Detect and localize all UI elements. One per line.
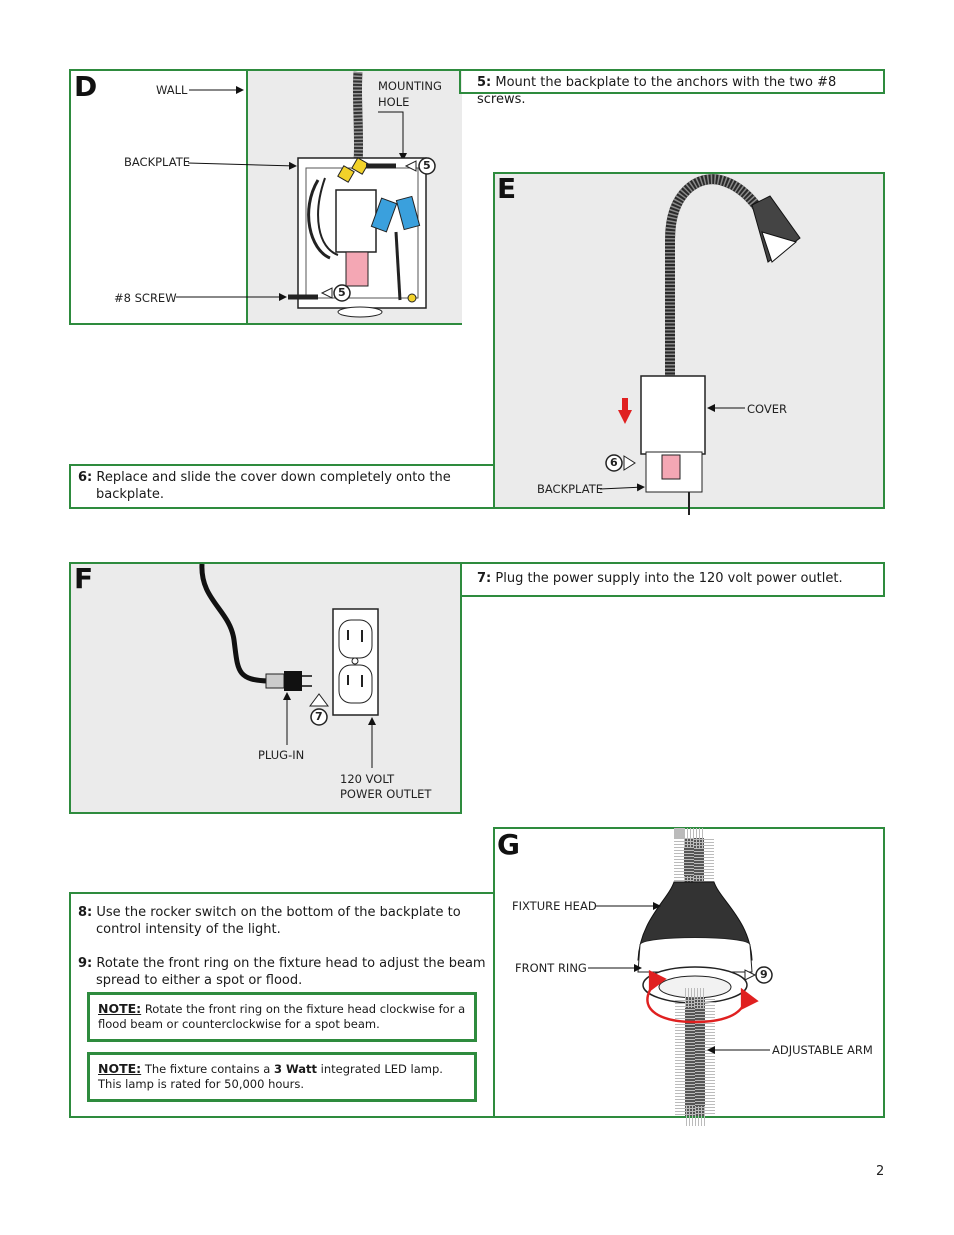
backplate-label-d: BACKPLATE [124, 155, 190, 169]
step-6-number: 6: [78, 470, 93, 485]
step-9: 9: Rotate the front ring on the fixture … [78, 955, 492, 989]
note-2-wattage: 3 Watt [273, 1062, 317, 1076]
step-8-number: 8: [78, 905, 93, 920]
front-ring-label: FRONT RING [515, 961, 587, 975]
note-2-heading: NOTE: [98, 1061, 142, 1076]
step-7: 7: Plug the power supply into the 120 vo… [477, 570, 877, 587]
mounting-hole-label-1: MOUNTING [378, 79, 442, 93]
note-2-text-after: integrated LED lamp. This lamp is rated … [98, 1062, 443, 1091]
step-6-text: Replace and slide the cover down complet… [96, 470, 451, 502]
step-9-number: 9: [78, 956, 93, 971]
note-ring-rotation: NOTE: Rotate the front ring on the fixtu… [87, 992, 477, 1042]
cover-label: COVER [747, 402, 788, 416]
step-8: 8: Use the rocker switch on the bottom o… [78, 904, 492, 938]
panel-f-letter: F [74, 562, 94, 595]
panel-e [493, 172, 885, 509]
callout-5-bottom: 5 [338, 286, 346, 299]
callout-6: 6 [610, 456, 618, 469]
callout-5-top: 5 [423, 159, 431, 172]
steps-8-9-box [69, 892, 495, 1118]
step-8-text: Use the rocker switch on the bottom of t… [96, 905, 461, 937]
note-led-lamp: NOTE: The fixture contains a 3 Watt inte… [87, 1052, 477, 1102]
callout-9: 9 [760, 968, 768, 981]
step-7-box [460, 562, 885, 597]
step-7-text: Plug the power supply into the 120 volt … [495, 571, 843, 586]
step-7-number: 7: [477, 571, 492, 586]
step-6-box [69, 464, 495, 509]
outlet-label-1: 120 VOLT [340, 772, 395, 786]
wall-label: WALL [156, 83, 188, 97]
note-2-text-before: The fixture contains a [144, 1062, 271, 1076]
callout-7: 7 [315, 710, 323, 723]
step-5: 5: Mount the backplate to the anchors wi… [477, 74, 877, 108]
page-number: 2 [876, 1164, 885, 1179]
backplate-label-e: BACKPLATE [537, 482, 603, 496]
panel-d-letter: D [74, 70, 98, 103]
step-9-text: Rotate the front ring on the fixture hea… [96, 956, 486, 988]
step-5-box [459, 69, 885, 94]
panel-f [69, 562, 462, 814]
outlet-label-2: POWER OUTLET [340, 787, 432, 801]
fixture-head-label: FIXTURE HEAD [512, 899, 597, 913]
mounting-hole-label-2: HOLE [378, 95, 410, 109]
panel-g-letter: G [497, 828, 520, 861]
screw-label: #8 SCREW [114, 291, 177, 305]
note-1-heading: NOTE: [98, 1001, 142, 1016]
panel-d-image [246, 71, 462, 323]
step-5-number: 5: [477, 75, 492, 90]
step-6: 6: Replace and slide the cover down comp… [78, 469, 476, 503]
adjustable-arm-label: ADJUSTABLE ARM [772, 1043, 873, 1057]
step-5-text: Mount the backplate to the anchors with … [477, 75, 837, 107]
panel-e-letter: E [497, 172, 517, 205]
note-1-text: Rotate the front ring on the fixture hea… [98, 1002, 466, 1031]
plug-in-label: PLUG-IN [258, 748, 305, 762]
